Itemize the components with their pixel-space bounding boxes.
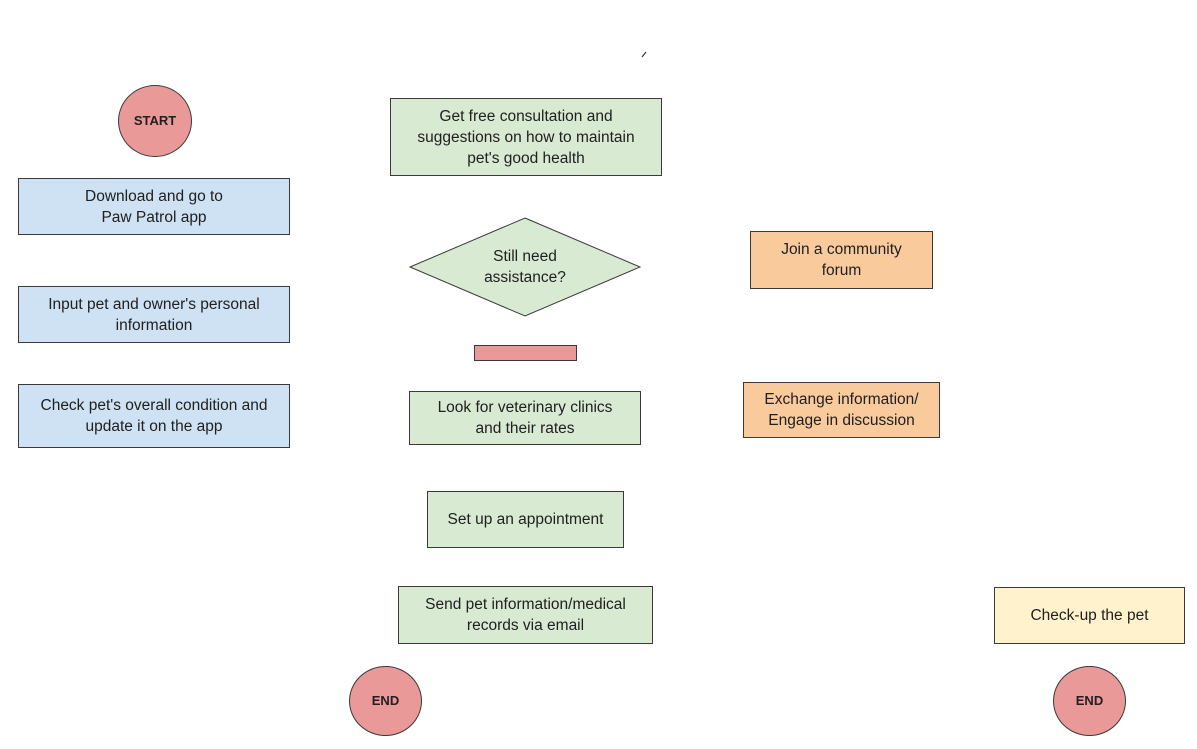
end-terminal-right: END bbox=[1053, 666, 1126, 736]
checkup-pet-step: Check-up the pet bbox=[994, 587, 1185, 644]
decision-label: Still need assistance? bbox=[484, 248, 566, 286]
exchange-info-label: Exchange information/ Engage in discussi… bbox=[764, 391, 919, 429]
input-info-label: Input pet and owner's personal informati… bbox=[48, 295, 260, 334]
send-records-step: Send pet information/medical records via… bbox=[398, 586, 653, 644]
start-terminal: START bbox=[118, 85, 192, 157]
free-consultation-label: Get free consultation and suggestions on… bbox=[417, 107, 635, 167]
free-consultation-step: Get free consultation and suggestions on… bbox=[390, 98, 662, 176]
send-records-label: Send pet information/medical records via… bbox=[425, 596, 626, 634]
end-label-right: END bbox=[1075, 693, 1104, 708]
checkup-pet-label: Check-up the pet bbox=[1030, 607, 1149, 624]
community-forum-step: Join a community forum bbox=[750, 231, 933, 289]
blank-connector-box bbox=[474, 345, 577, 361]
check-condition-label: Check pet's overall condition and update… bbox=[40, 397, 268, 435]
appointment-label: Set up an appointment bbox=[447, 511, 604, 528]
exchange-info-step: Exchange information/ Engage in discussi… bbox=[743, 382, 940, 438]
input-info-step: Input pet and owner's personal informati… bbox=[18, 286, 290, 343]
end-label-middle: END bbox=[371, 693, 400, 708]
appointment-step: Set up an appointment bbox=[427, 491, 624, 548]
start-label: START bbox=[133, 113, 177, 128]
download-app-label: Download and go to Paw Patrol app bbox=[85, 187, 223, 226]
vet-clinics-step: Look for veterinary clinics and their ra… bbox=[409, 391, 641, 445]
decision-text-box: Still need assistance? bbox=[450, 240, 600, 294]
check-condition-step: Check pet's overall condition and update… bbox=[18, 384, 290, 448]
end-terminal-middle: END bbox=[349, 666, 422, 736]
download-app-step: Download and go to Paw Patrol app bbox=[18, 178, 290, 235]
vet-clinics-label: Look for veterinary clinics and their ra… bbox=[437, 399, 613, 437]
community-forum-label: Join a community forum bbox=[781, 241, 902, 279]
